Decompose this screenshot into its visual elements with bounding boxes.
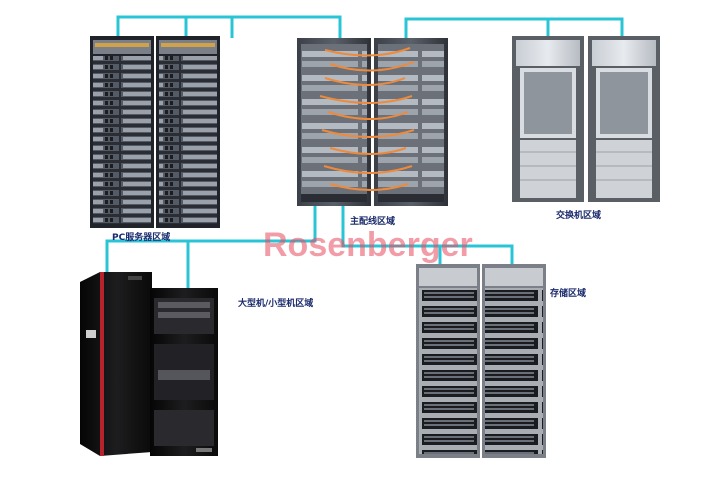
minicomputer-cabinet	[150, 288, 218, 456]
patch-cords	[319, 47, 415, 191]
link-main-to-mainframe	[105, 206, 317, 280]
main-distribution-rack-group	[297, 38, 448, 206]
label-pc-server-zone: PC服务器区域	[112, 231, 170, 243]
link-lines	[105, 15, 624, 290]
storage-rack-group	[416, 264, 546, 458]
pc-server-rack	[156, 36, 220, 228]
label-storage-zone: 存储区域	[550, 287, 586, 299]
label-mainframe-zone: 大型机/小型机区域	[238, 297, 313, 309]
pc-server-rack	[90, 36, 154, 228]
label-main-distribution-zone: 主配线区域	[350, 215, 395, 227]
pc-server-rack-group	[90, 36, 220, 228]
patch-rack	[374, 38, 448, 206]
link-pc-to-main	[116, 15, 342, 38]
switch-rack	[588, 36, 660, 202]
link-main-to-storage	[341, 206, 514, 265]
switch-rack	[512, 36, 584, 202]
mainframe-cabinet	[80, 272, 152, 456]
storage-rack	[416, 264, 480, 458]
patch-rack	[297, 38, 371, 206]
mainframe-group	[80, 272, 218, 456]
label-switch-zone: 交换机区域	[556, 209, 601, 221]
watermark-text: Rosenberger	[263, 226, 473, 264]
link-main-to-switch	[404, 17, 624, 38]
switch-rack-group	[512, 36, 660, 202]
storage-rack	[482, 264, 546, 458]
